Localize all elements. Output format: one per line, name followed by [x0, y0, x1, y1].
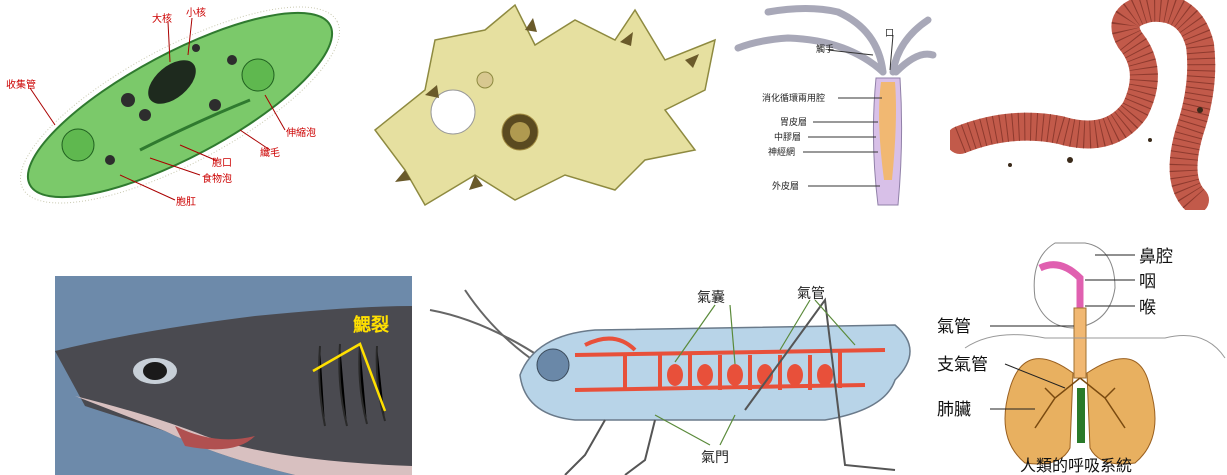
collecting-canal-label: 收集管	[6, 78, 36, 91]
mesoglea-label: 中膠層	[774, 131, 801, 143]
trachea-label: 氣管	[797, 286, 825, 302]
spiracle-label: 氣門	[701, 450, 729, 466]
amoeba-illustration	[365, 0, 725, 210]
epidermis-label: 外皮層	[772, 180, 799, 192]
human-respiratory-illustration: 鼻腔 咽 喉 氣管 支氣管 肺臟 人類的呼吸系統	[935, 238, 1227, 475]
grasshopper-body	[520, 325, 910, 420]
contractile-vacuole-label: 伸縮泡	[286, 126, 316, 139]
micronucleus-label: 小核	[186, 6, 206, 19]
anal-pore-label: 胞肛	[176, 196, 196, 208]
lung-label: 肺臟	[937, 400, 971, 420]
food-vacuole-label: 食物泡	[202, 172, 232, 185]
gastrodermis-label: 胃皮層	[780, 116, 807, 128]
hydra-panel: 觸手 口 消化循環兩用腔 胃皮層 中膠層 神經網 外皮層	[728, 0, 943, 210]
nasal-cavity-label: 鼻腔	[1139, 247, 1173, 267]
air-sac-label: 氣囊	[697, 289, 725, 306]
amoeba-nucleolus	[510, 122, 530, 142]
amoeba-panel	[365, 0, 725, 210]
left-lung	[1005, 359, 1073, 464]
grasshopper-antennae	[430, 290, 545, 365]
paramecium-body	[5, 0, 354, 210]
larynx-label: 喉	[1139, 298, 1156, 318]
mouth-label: 口	[885, 29, 894, 39]
bronchus-label: 支氣管	[937, 355, 988, 375]
earthworm-photo	[950, 0, 1227, 210]
torso-outline	[965, 335, 1225, 358]
paramecium-panel: 大核 小核 收集管 伸縮泡 纖毛 胞口 食物泡 胞肛	[0, 0, 360, 210]
trachea-human-label: 氣管	[937, 317, 971, 337]
shark-photo: 鰓裂	[55, 276, 412, 475]
bronchus-core	[1077, 388, 1085, 443]
grasshopper-eye	[537, 349, 569, 381]
human-respiratory-panel: 鼻腔 咽 喉 氣管 支氣管 肺臟 人類的呼吸系統	[935, 238, 1227, 475]
macronucleus-label: 大核	[152, 12, 172, 25]
nerve-net-label: 神經網	[768, 146, 795, 158]
amoeba-food-vacuole	[477, 72, 493, 88]
cilia-label: 纖毛	[260, 146, 280, 159]
grasshopper-illustration: 氣囊 氣管 氣門	[425, 280, 925, 475]
amoeba-body	[375, 5, 715, 205]
trachea-tube	[1074, 308, 1086, 378]
gastrovascular-cavity-label: 消化循環兩用腔	[762, 92, 825, 104]
right-lung	[1087, 359, 1155, 464]
paramecium-illustration: 大核 小核 收集管 伸縮泡 纖毛 胞口 食物泡 胞肛	[0, 0, 360, 210]
earthworm-panel	[950, 0, 1227, 210]
contractile-vacuole-left	[62, 129, 94, 161]
hydra-illustration: 觸手 口 消化循環兩用腔 胃皮層 中膠層 神經網 外皮層	[728, 0, 943, 210]
human-respiratory-caption: 人類的呼吸系統	[1020, 456, 1132, 475]
oral-groove-label: 胞口	[212, 157, 232, 169]
tentacle-label: 觸手	[816, 43, 834, 55]
shark-panel: 鰓裂	[55, 276, 412, 475]
pharynx-label: 咽	[1139, 272, 1156, 292]
grasshopper-panel: 氣囊 氣管 氣門	[425, 280, 925, 475]
gill-slit-label: 鰓裂	[353, 314, 389, 336]
contractile-vacuole-right	[242, 59, 274, 91]
nasal-pharynx-passage	[1040, 265, 1080, 308]
hydra-tentacles	[738, 9, 933, 73]
